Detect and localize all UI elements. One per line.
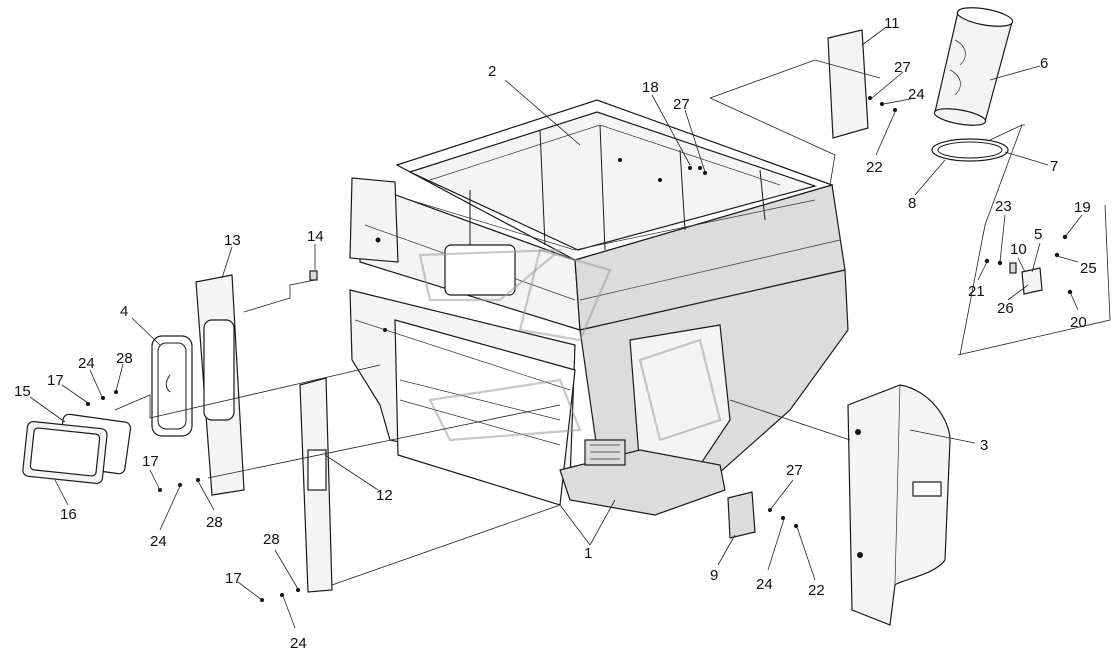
callout-22-b: 22 [808,582,825,599]
callout-8: 8 [908,195,916,212]
callout-27-a: 27 [673,96,690,113]
callout-18: 18 [642,79,659,96]
callout-12: 12 [376,487,393,504]
callout-3: 3 [980,437,988,454]
part-5-bracket [984,234,1073,295]
part-12-strip [299,377,333,593]
part-9-block [727,491,756,539]
callout-2: 2 [488,63,496,80]
part-6-cylinder [933,7,1014,126]
callout-1: 1 [584,545,592,562]
callout-24-b: 24 [150,533,167,550]
leader-lines [29,27,1111,629]
callout-4: 4 [120,303,128,320]
part-4-window-frame [151,335,193,437]
callout-20: 20 [1070,314,1087,331]
callout-15: 15 [14,383,31,400]
callout-28-b: 28 [206,514,223,531]
callout-24-e: 24 [908,86,925,103]
callout-16: 16 [60,506,77,523]
callout-11: 11 [884,15,900,32]
part-7-ring [931,138,1009,162]
callout-24-d: 24 [756,576,773,593]
callout-13: 13 [224,232,241,249]
part-3-side-cover [847,384,951,626]
fasteners [86,96,897,602]
callout-5: 5 [1034,226,1042,243]
callout-19: 19 [1074,199,1091,216]
callout-labels: 1 2 3 4 5 6 7 8 9 10 11 12 13 14 15 16 1… [14,15,1097,652]
main-body-frame [349,99,849,516]
callout-24-a: 24 [78,355,95,372]
part-11-panel [827,29,869,139]
callout-28-c: 28 [263,531,280,548]
callout-27-b: 27 [894,59,911,76]
callout-26: 26 [997,300,1014,317]
callout-7: 7 [1050,158,1058,175]
callout-17-c: 17 [225,570,242,587]
part-13-panel [195,274,245,496]
callout-25: 25 [1080,260,1097,277]
callout-17-b: 17 [142,453,159,470]
callout-22-a: 22 [866,159,883,176]
callout-28-a: 28 [116,350,133,367]
callout-14: 14 [307,228,324,245]
callout-23: 23 [995,198,1012,215]
callout-6: 6 [1040,55,1048,72]
callout-17-a: 17 [47,372,64,389]
part-15-16-window [22,413,132,485]
callout-9: 9 [710,567,718,584]
watermark-logo [418,248,722,442]
callout-27-c: 27 [786,462,803,479]
callout-21: 21 [968,283,985,300]
callout-24-c: 24 [290,635,307,652]
callout-10: 10 [1010,241,1027,258]
